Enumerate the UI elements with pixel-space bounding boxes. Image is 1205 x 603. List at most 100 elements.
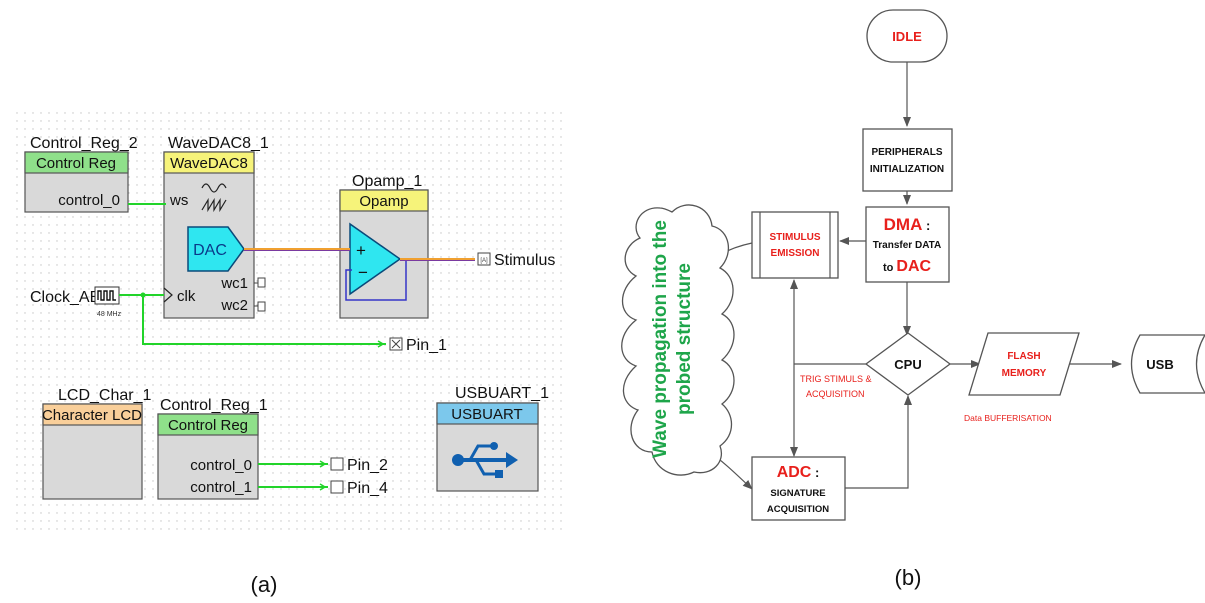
flash-line-2: MEMORY [1002,368,1047,379]
stimulus-pin-icon: [A] [477,252,491,266]
dma-line-3-accent: DAC [896,258,931,275]
idle-label: IDLE [892,29,922,44]
adc-node[interactable]: ADC : SIGNATURE ACQUISITION [751,456,846,521]
dma-shape [865,206,950,283]
peripherals-shape [862,128,953,192]
pin-1-label: Pin_1 [406,337,447,354]
flash-shape [968,332,1080,396]
flash-line-1: FLASH [1007,351,1040,362]
stimulus-shape [751,211,839,279]
flash-node[interactable]: FLASH MEMORY [968,332,1080,396]
clock-icon[interactable] [94,286,120,305]
wire-clock-to-pin1 [142,295,386,345]
adc-title: ADC [777,464,812,481]
wave-cloud[interactable]: Wave propagation into the probed structu… [621,204,735,476]
svg-text:[A]: [A] [480,258,488,264]
wavedac-port-wc2: wc2 [220,297,248,314]
trig-note-line-2: ACQUISITION [806,389,865,399]
wavedac-header-bg [163,151,255,174]
stimulus-pin-label: Stimulus [494,252,555,269]
pin-4-icon [319,480,344,494]
control-reg-2-block[interactable]: Control_Reg_2 Control Reg control_0 [24,135,138,213]
panel-a-schematic: Control_Reg_2 Control Reg control_0 Wave… [14,112,564,597]
control-reg-2-port: control_0 [58,192,120,209]
opamp-instance: Opamp_1 [352,173,422,190]
dma-line-3-prefix: to [883,262,896,274]
caption-b: (b) [895,565,922,590]
opamp-minus: − [358,263,368,282]
control-reg-2-header: Control Reg [36,155,116,172]
dma-line-1: DMA : [884,215,931,234]
opamp-block[interactable]: Opamp_1 Opamp + − [339,173,429,319]
wavedac-instance: WaveDAC8_1 [168,135,269,152]
pin-4-label: Pin_4 [347,480,388,497]
usb-label: USB [1146,357,1173,372]
control-reg-1-port-1: control_1 [190,479,252,496]
control-reg-1-instance: Control_Reg_1 [160,397,268,414]
dma-line-2: Transfer DATA [873,240,942,251]
pin-2-icon [319,457,344,471]
control-reg-2-instance: Control_Reg_2 [30,135,138,152]
opamp-plus: + [356,241,366,260]
lcd-header: Character LCD [42,407,142,424]
dma-line-3: to DAC [883,258,932,275]
peripherals-node[interactable]: PERIPHERALS INITIALIZATION [862,128,953,192]
usb-node[interactable]: USB [1130,334,1205,394]
opamp-header: Opamp [359,193,408,210]
usb-symbol-icon [452,442,518,478]
stimulus-node[interactable]: STIMULUS EMISSION [751,211,839,279]
lcd-block[interactable]: LCD_Char_1 Character LCD [42,387,152,500]
usbuart-instance: USBUART_1 [455,385,549,402]
dma-colon: : [922,218,930,233]
adc-line-2: SIGNATURE [770,488,825,499]
trig-note-line-1: TRIG STIMULS & [800,374,872,384]
wc1-terminal-icon [254,277,266,288]
wavedac-port-ws: ws [169,192,188,209]
wave-cloud-shape [621,204,735,476]
adc-shape [751,456,846,521]
cpu-label: CPU [894,357,921,372]
buffer-note: Data BUFFERISATION [964,413,1052,423]
adc-colon: : [811,465,819,480]
adc-line-3: ACQUISITION [767,504,829,515]
peripherals-line-1: PERIPHERALS [871,147,942,158]
control-reg-2-header-bg [24,151,129,174]
dac-label: DAC [193,242,227,259]
arrow-adc-to-cpu [845,395,912,489]
wavedac-port-wc1: wc1 [220,275,248,292]
control-reg-1-block[interactable]: Control_Reg_1 Control Reg control_0 cont… [157,397,268,500]
pin-1-icon [377,337,403,351]
wave-line-1: Wave propagation into the [650,220,671,458]
stimulus-line-2: EMISSION [771,248,820,259]
idle-shape [866,9,948,63]
wavedac-port-clk: clk [177,288,196,305]
usbuart-block[interactable]: USBUART_1 USBUART [436,385,549,492]
usbuart-header: USBUART [451,406,522,423]
adc-line-1: ADC : [777,464,820,481]
panel-b-flowchart: IDLE PERIPHERALS INITIALIZATION DMA : Tr… [621,9,1205,590]
control-reg-1-port-0: control_0 [190,457,252,474]
usb-shape [1130,334,1205,394]
wave-line-2: probed structure [674,263,695,415]
wc2-terminal-icon [254,301,266,312]
opamp-triangle [349,222,402,296]
dma-title: DMA [884,215,923,234]
dac-shape [187,226,245,272]
sawtooth-wave-icon [201,197,227,213]
lcd-instance: LCD_Char_1 [58,387,151,404]
opamp-header-bg [339,189,429,212]
usbuart-header-bg [436,402,539,425]
cpu-node[interactable]: CPU [864,332,952,396]
clock-frequency: 48 MHz [97,311,122,318]
wavedac-header: WaveDAC8 [170,155,248,172]
idle-node[interactable]: IDLE [866,9,948,63]
control-reg-1-header: Control Reg [168,417,248,434]
peripherals-line-2: INITIALIZATION [870,164,944,175]
lcd-header-bg [42,403,143,426]
wavedac-block[interactable]: WaveDAC8_1 WaveDAC8 ws DAC clk wc1 wc2 [163,135,269,319]
pin-2-label: Pin_2 [347,457,388,474]
sine-wave-icon [201,183,227,193]
control-reg-1-header-bg [157,413,259,436]
dma-node[interactable]: DMA : Transfer DATA to DAC [865,206,950,283]
